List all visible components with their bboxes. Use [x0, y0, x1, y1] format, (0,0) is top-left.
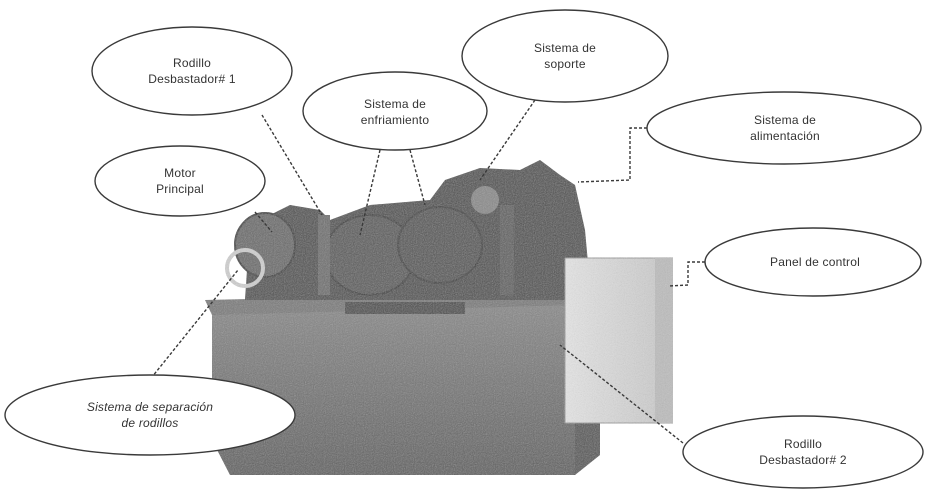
label-rodillo-desbastador-2: Rodillo Desbastador# 2 — [708, 424, 898, 480]
control-panel-side — [655, 258, 673, 423]
callout-ellipses — [4, 9, 924, 489]
leader-soporte — [479, 99, 536, 181]
ellipse-rodillo2 — [682, 415, 924, 489]
machine-photo — [205, 160, 674, 475]
label-line: Sistema de — [363, 97, 427, 111]
label-line: Motor — [164, 166, 196, 180]
leader-enfriamiento-b — [409, 149, 426, 206]
leader-alimentacion — [577, 127, 647, 183]
leader-rodillo1 — [261, 114, 323, 216]
label-line: soporte — [544, 57, 586, 71]
label-line: enfriamiento — [360, 113, 430, 127]
leader-motor — [254, 211, 273, 233]
label-line: Sistema de separación — [86, 400, 214, 414]
label-line: Desbastador# 1 — [148, 72, 236, 86]
label-line: Panel de control — [770, 255, 860, 269]
label-line: Sistema de — [753, 113, 817, 127]
label-sistema-separacion: Sistema de separación de rodillos — [20, 387, 280, 443]
ellipse-enfriamiento — [302, 71, 488, 151]
label-line: Desbastador# 2 — [759, 453, 847, 467]
label-motor-principal: Motor Principal — [110, 153, 250, 209]
motor — [234, 212, 296, 278]
leader-panel — [667, 261, 705, 287]
label-line: Sistema de — [533, 41, 597, 55]
leader-rodillo2 — [559, 344, 684, 444]
label-sistema-alimentacion: Sistema de alimentación — [690, 100, 880, 156]
roller-2 — [397, 206, 483, 284]
support-post-left — [318, 215, 330, 295]
ellipse-separacion — [4, 374, 296, 456]
roller-shaft — [471, 186, 499, 214]
label-sistema-enfriamiento: Sistema de enfriamiento — [315, 84, 475, 140]
label-sistema-soporte: Sistema de soporte — [475, 28, 655, 84]
ellipse-rodillo1 — [91, 26, 293, 116]
label-line: de rodillos — [121, 416, 179, 430]
hand-wheel — [225, 248, 265, 288]
label-line: Rodillo — [783, 437, 823, 451]
label-panel-control: Panel de control — [725, 240, 905, 284]
label-rodillo-desbastador-1: Rodillo Desbastador# 1 — [102, 41, 282, 101]
ellipse-alimentacion — [646, 91, 922, 165]
machine-base — [212, 300, 575, 475]
ellipse-soporte — [461, 9, 669, 103]
ellipse-motor — [94, 145, 266, 217]
leader-separacion — [147, 269, 239, 383]
label-line: alimentación — [750, 129, 820, 143]
ellipse-panel — [704, 227, 922, 297]
support-post-right — [500, 205, 514, 295]
leader-lines — [147, 99, 705, 444]
label-line: Rodillo — [172, 56, 212, 70]
leader-enfriamiento-a — [359, 149, 381, 236]
label-line: Principal — [156, 182, 204, 196]
tray — [345, 302, 465, 314]
